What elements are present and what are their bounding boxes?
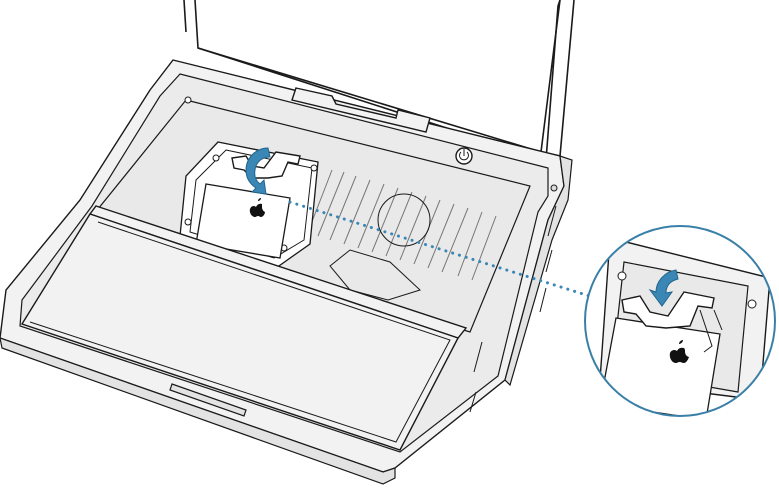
callout-apple-logo-icon	[669, 340, 689, 363]
palm-rest-inner	[29, 221, 451, 443]
callout-curved-arrow-icon	[648, 269, 679, 307]
power-icon	[459, 149, 469, 161]
side-ports	[469, 184, 558, 413]
callout-latch-wire	[621, 291, 715, 329]
palm-rest-surface	[20, 213, 459, 451]
callout-memory-card	[599, 317, 721, 416]
front-latch	[169, 383, 247, 417]
curved-arrow-icon	[245, 147, 271, 195]
base-front-edge	[0, 337, 396, 485]
callout-ring	[584, 225, 776, 417]
power-button[interactable]	[455, 147, 473, 165]
plate-slots	[307, 169, 497, 301]
base-side	[504, 155, 573, 387]
lid-outer	[183, 0, 561, 154]
callout-magnifier	[584, 225, 776, 417]
interior-well	[88, 96, 531, 339]
hinge-bar	[291, 87, 431, 133]
lid-inner	[197, 0, 561, 162]
palm-rest	[20, 213, 459, 451]
apple-logo-icon	[249, 198, 265, 217]
